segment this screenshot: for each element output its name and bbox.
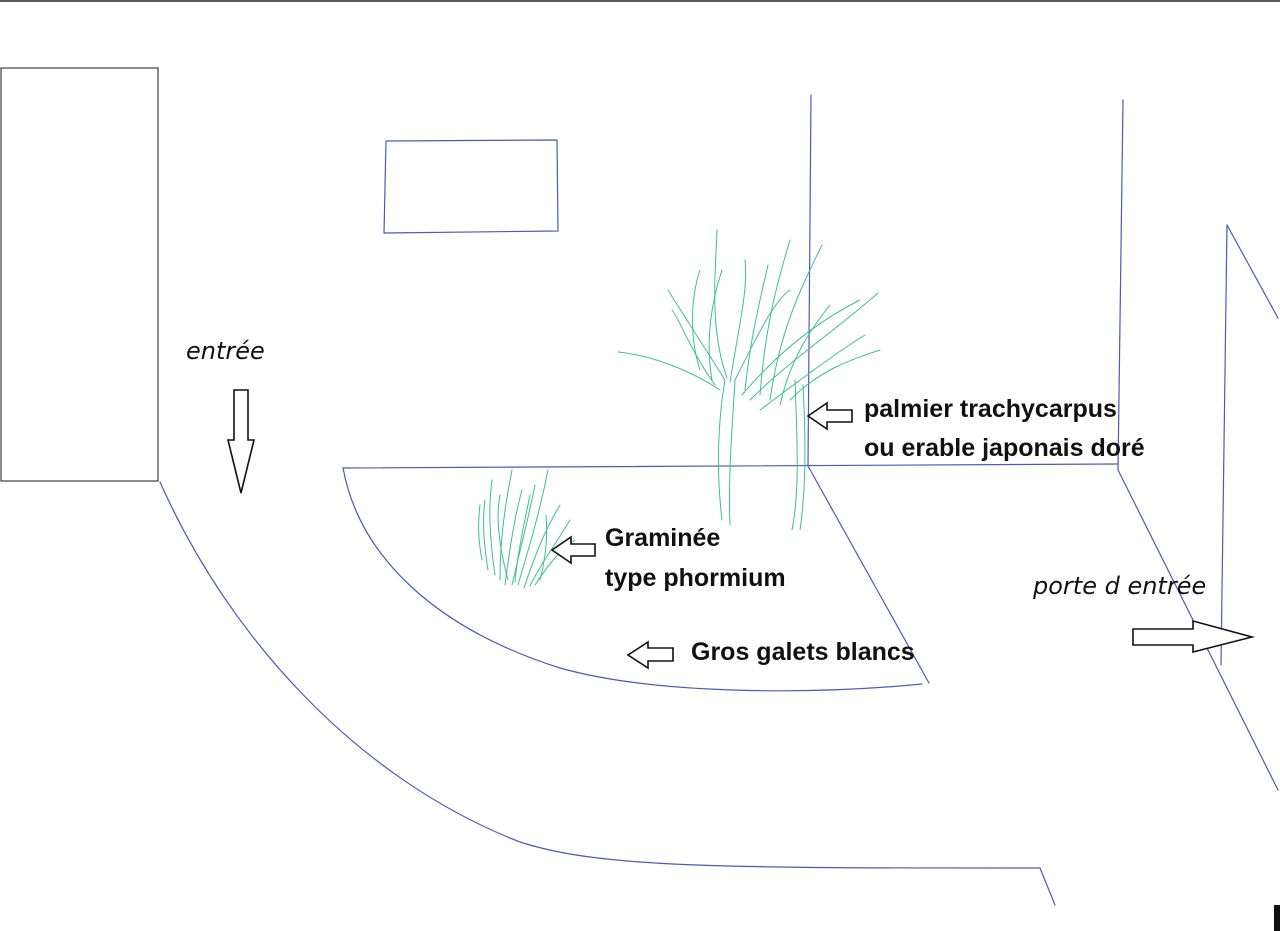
walkway-curve (159, 481, 1056, 906)
door-vertical (1220, 224, 1228, 666)
label-palmier-line2: ou erable japonais doré (864, 434, 1145, 462)
flower-bed-diagonal (807, 465, 930, 684)
label-graminee-line1: Graminée (605, 524, 720, 552)
right-arrow-icon (1132, 619, 1256, 654)
left-building (0, 67, 159, 482)
wall-right-line (1117, 99, 1124, 471)
door-diagonal-top (1226, 224, 1279, 319)
tree-sketch (617, 229, 881, 531)
grass-sketch (478, 469, 576, 589)
label-galets: Gros galets blancs (691, 638, 915, 666)
label-graminee-line2: type phormium (605, 564, 786, 592)
window-rectangle (383, 139, 559, 234)
wall-corner-line (807, 94, 812, 466)
label-porte: porte d entrée (1032, 572, 1206, 600)
label-palmier-line1: palmier trachycarpus (864, 395, 1117, 423)
left-arrow-icon-palmier (806, 401, 853, 431)
label-entree: entrée (186, 337, 265, 365)
down-arrow-icon (226, 389, 256, 494)
left-arrow-icon-galets (626, 640, 674, 670)
left-arrow-icon-graminee (550, 535, 596, 565)
scan-edge-mark (1274, 905, 1280, 931)
flower-bed-outline (342, 467, 923, 692)
